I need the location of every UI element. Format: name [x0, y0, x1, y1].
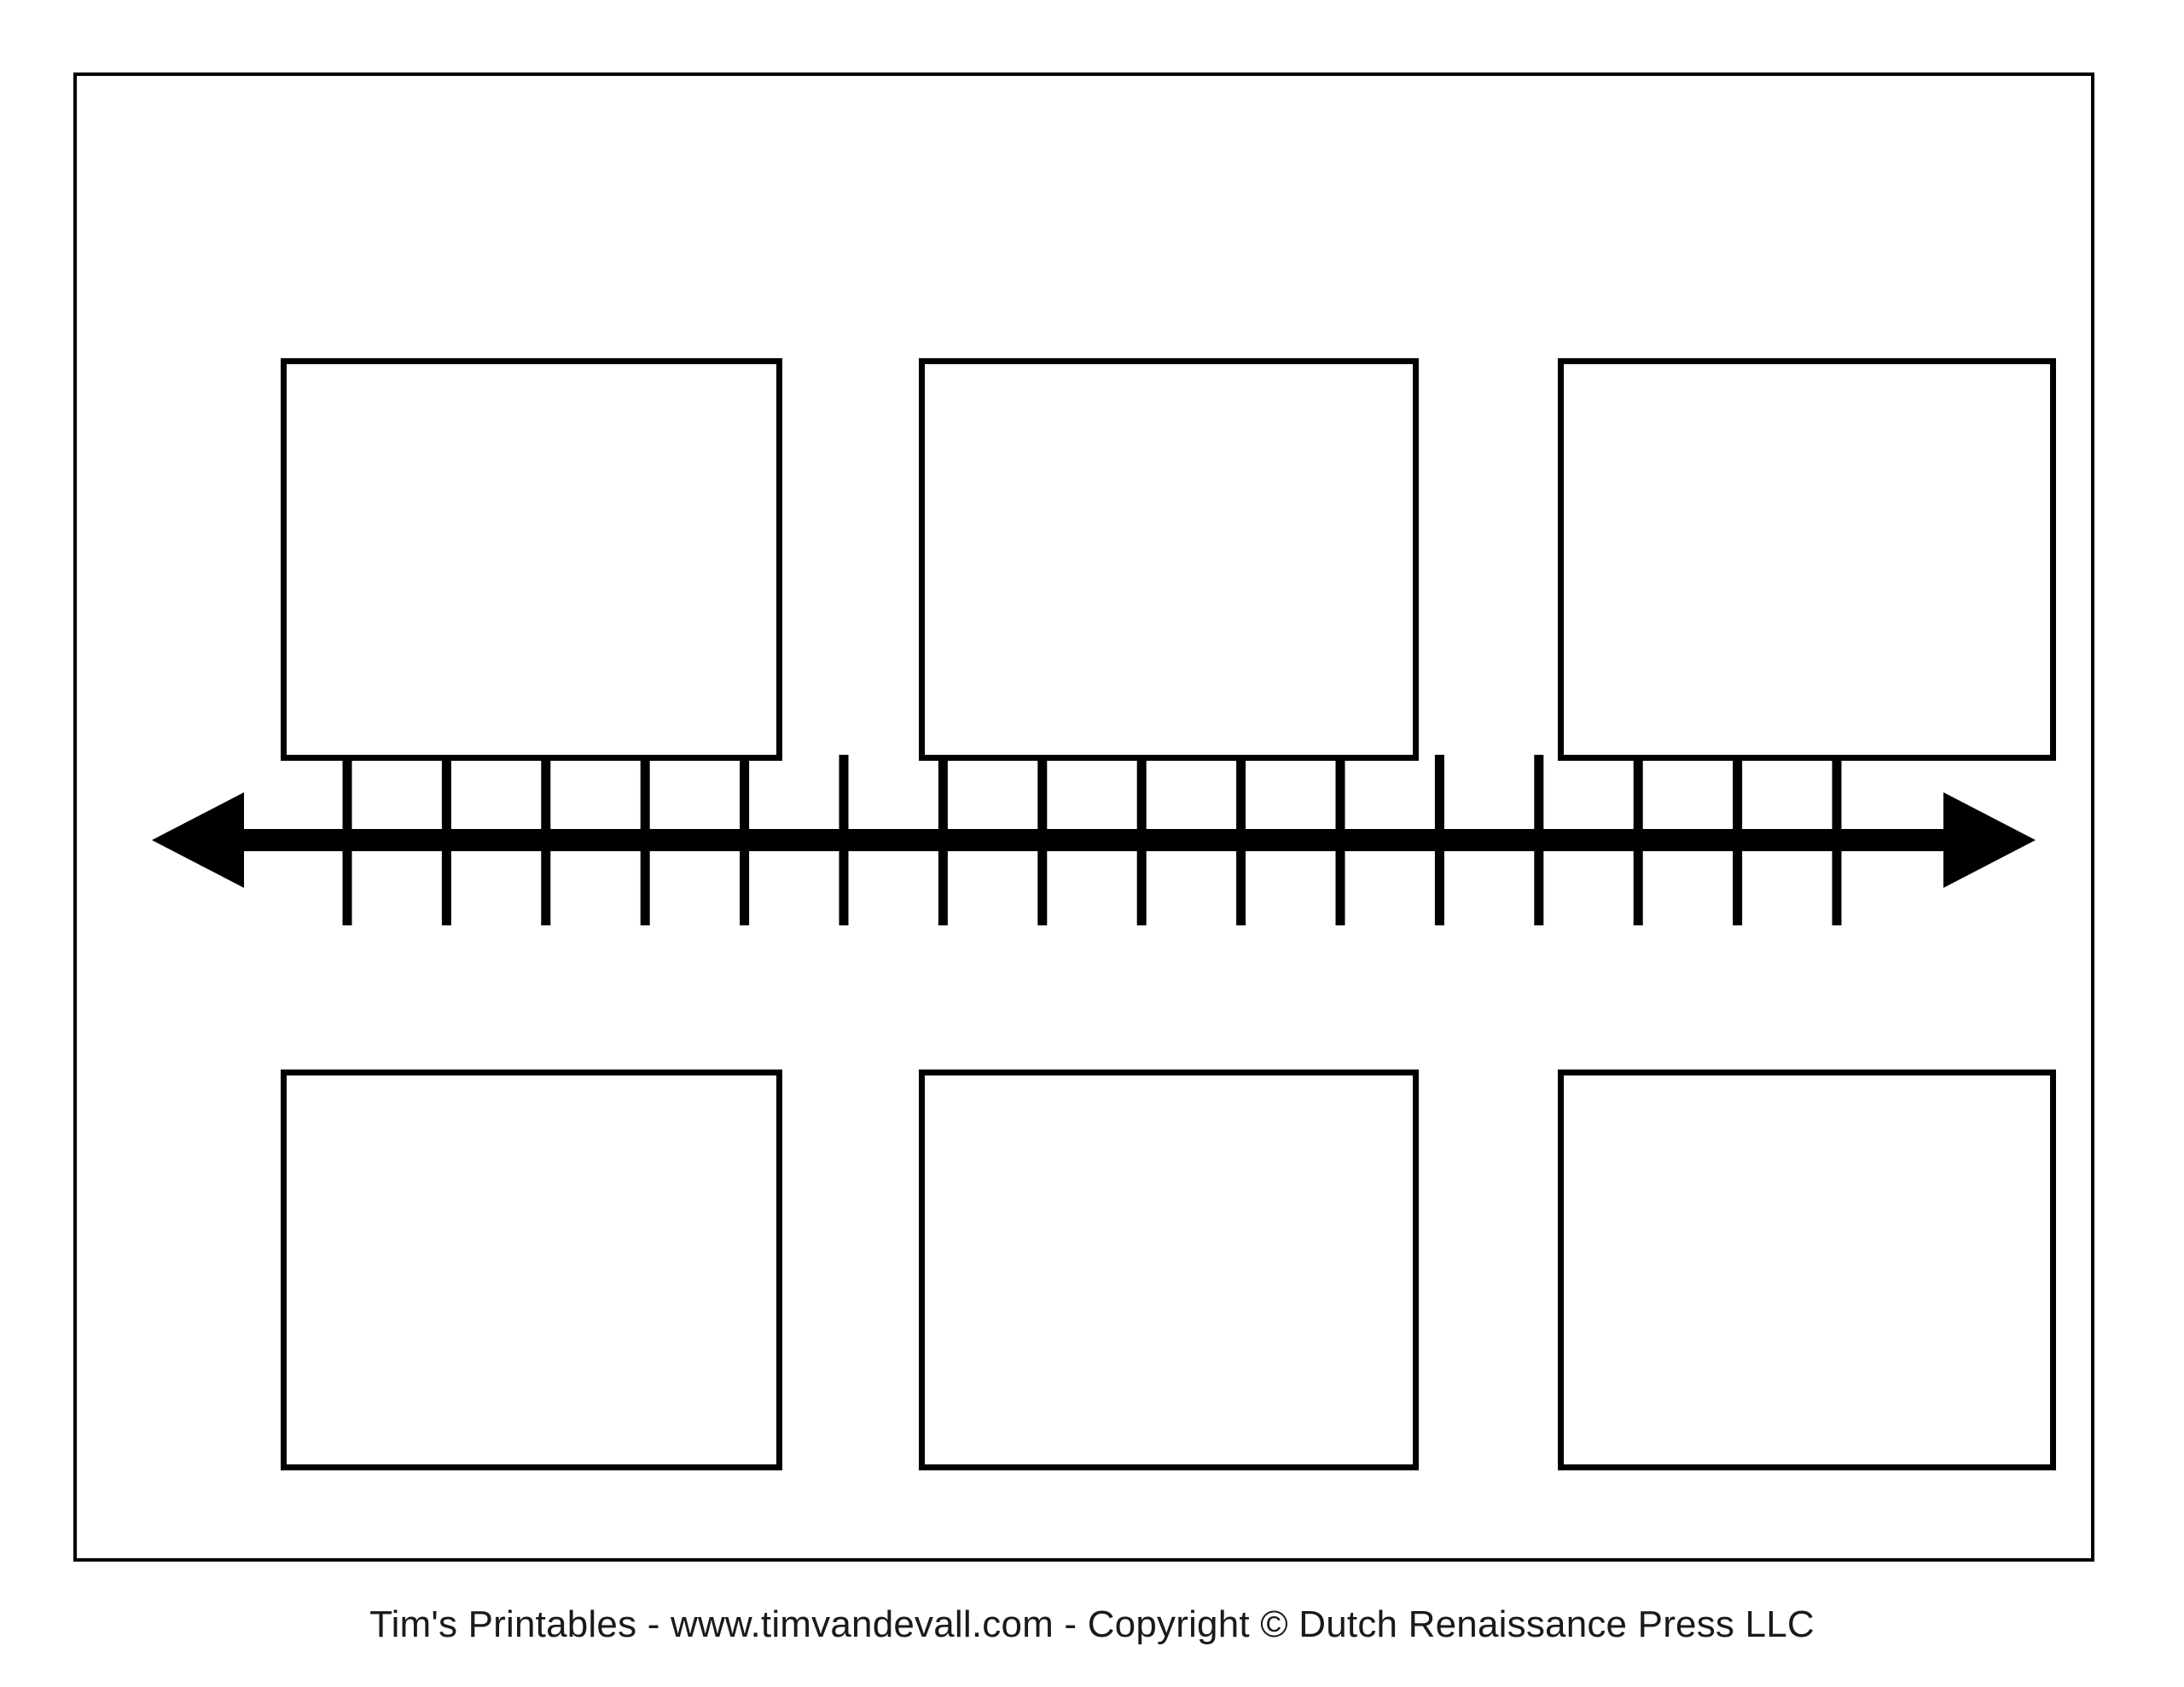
- top-box-1[interactable]: [281, 358, 782, 761]
- bottom-box-2[interactable]: [919, 1070, 1419, 1470]
- footer-credit: Tim's Printables - www.timvandevall.com …: [369, 1603, 1815, 1645]
- page-border: [73, 72, 2094, 1562]
- bottom-box-3[interactable]: [1558, 1070, 2056, 1470]
- bottom-box-1[interactable]: [281, 1070, 782, 1470]
- top-box-3[interactable]: [1558, 358, 2056, 761]
- top-box-2[interactable]: [919, 358, 1419, 761]
